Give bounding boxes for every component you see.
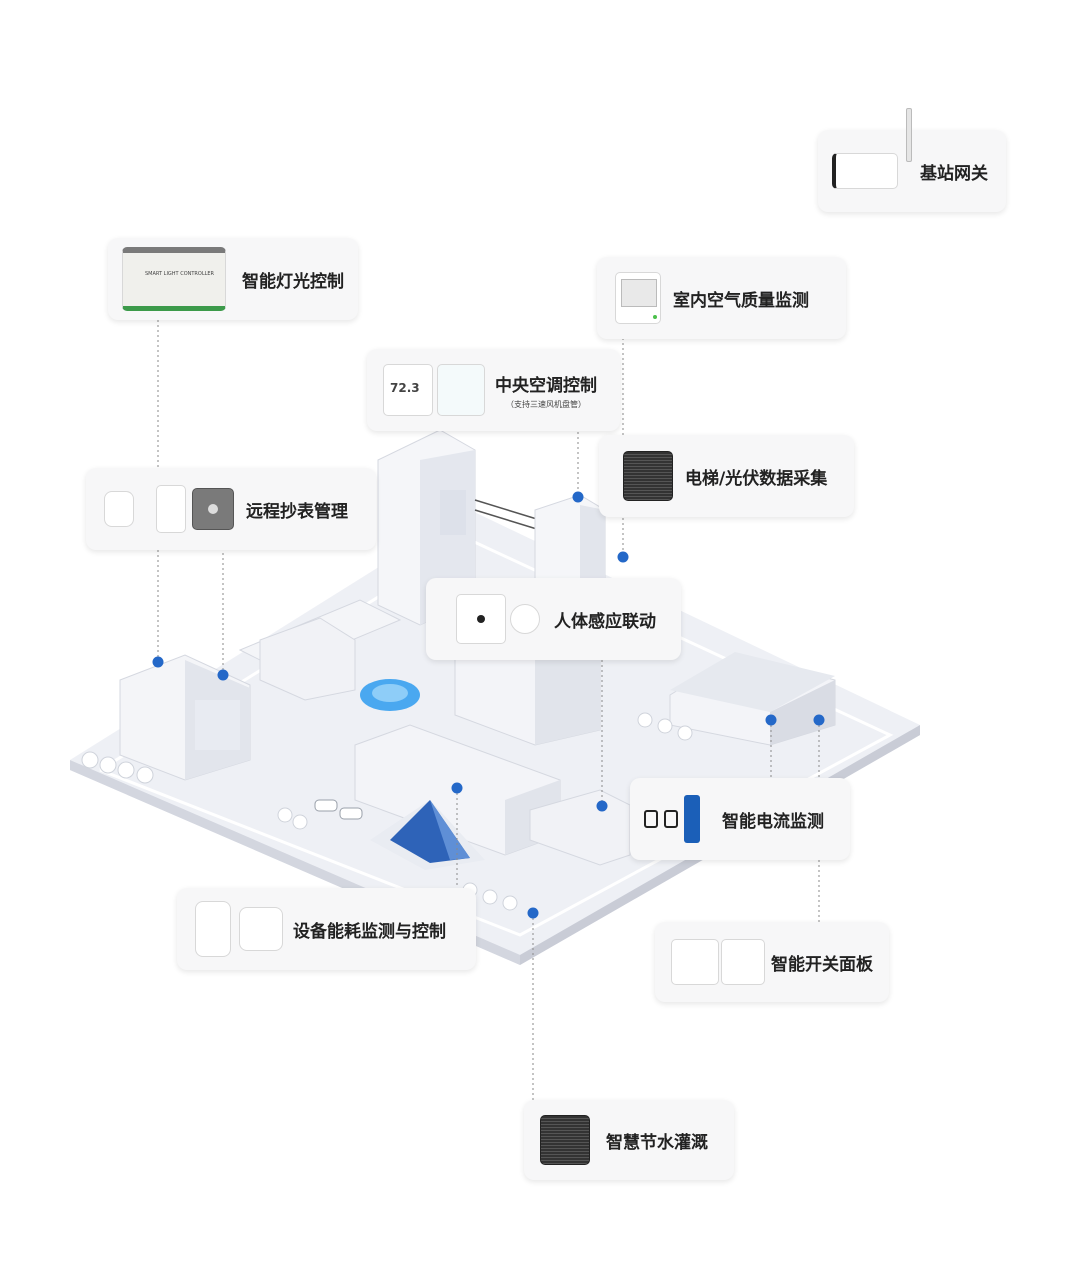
glass-pavilion	[370, 800, 485, 870]
building-corridor	[238, 599, 402, 701]
thermostat-icon: 72.3	[383, 364, 433, 416]
building-left-block	[119, 654, 251, 781]
card-gateway[interactable]: 基站网关	[818, 108, 1006, 212]
parked-cars	[314, 799, 363, 820]
current-sensor-icon	[684, 795, 700, 843]
label-switch-panel: 智能开关面板	[771, 954, 873, 975]
meter-node-icon	[156, 485, 186, 533]
marker-meter	[217, 669, 229, 681]
antenna-icon	[906, 108, 912, 162]
marker-switch	[813, 714, 825, 726]
label-air-quality: 室内空气质量监测	[673, 290, 809, 311]
label-energy-control: 设备能耗监测与控制	[293, 921, 446, 942]
trees	[81, 712, 693, 911]
marker-lighting	[152, 656, 164, 668]
air-monitor-icon	[615, 272, 661, 324]
smart-socket-icon	[239, 907, 283, 951]
marker-human-sensing	[596, 800, 608, 812]
marker-air-quality	[617, 551, 629, 563]
switch-key-icon	[721, 939, 765, 985]
gateway-device-icon	[832, 108, 912, 189]
marker-hvac	[572, 491, 584, 503]
light-controller-text: SMART LIGHT CONTROLLER	[145, 271, 215, 277]
card-energy-control[interactable]: 设备能耗监测与控制	[177, 888, 476, 970]
light-controller-icon: SMART LIGHT CONTROLLER	[122, 247, 226, 311]
marker-energy	[451, 782, 463, 794]
card-meter-reading[interactable]: 远程抄表管理	[86, 468, 376, 550]
marker-current	[765, 714, 777, 726]
switch-panel-icon	[671, 939, 719, 985]
card-elevator-pv[interactable]: 电梯/光伏数据采集	[599, 435, 854, 517]
card-switch-panel[interactable]: 智能开关面板	[655, 922, 889, 1002]
thermostat-panel-icon	[437, 364, 485, 416]
card-lighting[interactable]: SMART LIGHT CONTROLLER 智能灯光控制	[108, 238, 358, 320]
pond	[360, 679, 420, 711]
motion-sensor-icon	[456, 594, 506, 644]
card-human-sensing[interactable]: 人体感应联动	[426, 578, 681, 660]
thermostat-reading: 72.3	[390, 381, 420, 395]
meter-sensor-icon	[104, 491, 134, 527]
meter-reader-icon	[192, 488, 234, 530]
marker-irrigation	[527, 907, 539, 919]
occupancy-sensor-icon	[510, 604, 540, 634]
label-hvac-note: （支持三速风机盘管）	[506, 399, 586, 409]
collector-device-icon	[623, 451, 673, 501]
irrigation-controller-icon	[540, 1115, 590, 1165]
label-gateway: 基站网关	[920, 163, 988, 184]
label-current-monitor: 智能电流监测	[722, 811, 824, 832]
label-elevator-pv: 电梯/光伏数据采集	[685, 468, 828, 489]
label-human-sensing: 人体感应联动	[554, 611, 656, 632]
label-irrigation: 智慧节水灌溉	[606, 1132, 708, 1153]
card-hvac[interactable]: 72.3 中央空调控制 （支持三速风机盘管）	[367, 349, 620, 431]
location-markers	[152, 491, 825, 919]
label-meter-reading: 远程抄表管理	[246, 501, 348, 522]
smart-plug-icon	[195, 901, 231, 957]
current-clamp-icon	[644, 795, 700, 843]
label-hvac: 中央空调控制	[495, 375, 597, 396]
card-air-quality[interactable]: 室内空气质量监测	[597, 257, 846, 339]
label-lighting: 智能灯光控制	[242, 271, 344, 292]
card-current-monitor[interactable]: 智能电流监测	[630, 778, 850, 860]
card-irrigation[interactable]: 智慧节水灌溉	[524, 1100, 734, 1180]
